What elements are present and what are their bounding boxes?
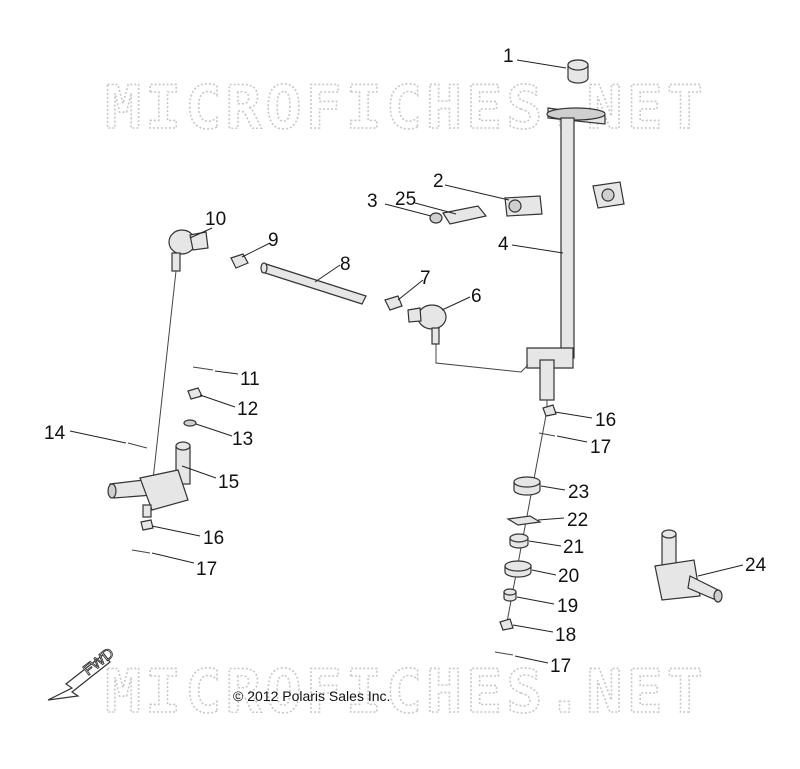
callout-25: 25: [395, 189, 416, 210]
part-pin-17-right-top[interactable]: [538, 432, 556, 437]
part-nut-16-left[interactable]: [140, 519, 154, 531]
part-nut-18[interactable]: [499, 618, 514, 631]
callout-20: 20: [558, 566, 579, 587]
callout-21: 21: [563, 537, 584, 558]
callout-4: 4: [498, 234, 509, 255]
part-nut-7[interactable]: [384, 295, 403, 311]
callout-2: 2: [433, 171, 444, 192]
callout-1: 1: [503, 46, 514, 67]
callout-24: 24: [745, 555, 767, 576]
part-nut-12[interactable]: [187, 387, 203, 400]
part-bearing-23[interactable]: [513, 476, 541, 496]
callout-16-left: 16: [203, 528, 224, 549]
part-steering-post[interactable]: [526, 107, 606, 410]
callout-8: 8: [340, 254, 351, 275]
callout-14: 14: [44, 423, 66, 444]
part-spindle-right[interactable]: [654, 529, 723, 603]
part-pin-17-left[interactable]: [131, 549, 151, 554]
watermark-top: MICROFICHES.NET: [105, 73, 707, 143]
callout-9: 9: [268, 230, 279, 251]
part-pin-17-right-bottom[interactable]: [494, 651, 514, 656]
callout-16-right: 16: [595, 410, 616, 431]
callout-10: 10: [205, 209, 226, 230]
callout-11: 11: [240, 369, 260, 390]
callout-12: 12: [237, 399, 258, 420]
part-nut-9[interactable]: [230, 253, 249, 269]
part-tie-rod[interactable]: [260, 262, 367, 305]
part-plate[interactable]: [442, 205, 488, 225]
part-nut-16-right[interactable]: [542, 404, 557, 417]
callout-22: 22: [567, 510, 588, 531]
callout-17-left: 17: [196, 559, 217, 580]
part-bushing-21[interactable]: [509, 533, 529, 549]
part-cap[interactable]: [567, 59, 589, 84]
callout-6: 6: [471, 286, 482, 307]
part-bearing-20[interactable]: [504, 560, 532, 578]
callout-15: 15: [218, 472, 239, 493]
callout-23: 23: [568, 482, 589, 503]
part-spindle-left[interactable]: [107, 441, 191, 518]
callout-13: 13: [232, 429, 253, 450]
part-tie-rod-end-10[interactable]: [152, 229, 209, 481]
part-tie-rod-end-6[interactable]: [407, 304, 529, 373]
callout-17-right-bottom: 17: [550, 656, 571, 677]
callout-19: 19: [557, 596, 578, 617]
part-washer-22[interactable]: [506, 515, 542, 526]
copyright-text: © 2012 Polaris Sales Inc.: [233, 688, 390, 704]
part-nut-3[interactable]: [429, 212, 443, 224]
part-washer-13[interactable]: [183, 419, 197, 427]
callout-17-right-top: 17: [590, 437, 611, 458]
part-bracket[interactable]: [504, 181, 625, 217]
part-spacer-19[interactable]: [503, 588, 517, 602]
part-pin-14[interactable]: [127, 442, 148, 449]
part-pin-11[interactable]: [192, 366, 214, 371]
callout-18: 18: [555, 625, 576, 646]
callout-3: 3: [367, 191, 378, 212]
watermark-bottom: MICROFICHES.NET: [105, 657, 707, 727]
callout-labels: 1 2 3 25 4 6 7 8 9 10 11 12 13 14 15 16 …: [44, 46, 767, 677]
callout-7: 7: [420, 268, 431, 289]
